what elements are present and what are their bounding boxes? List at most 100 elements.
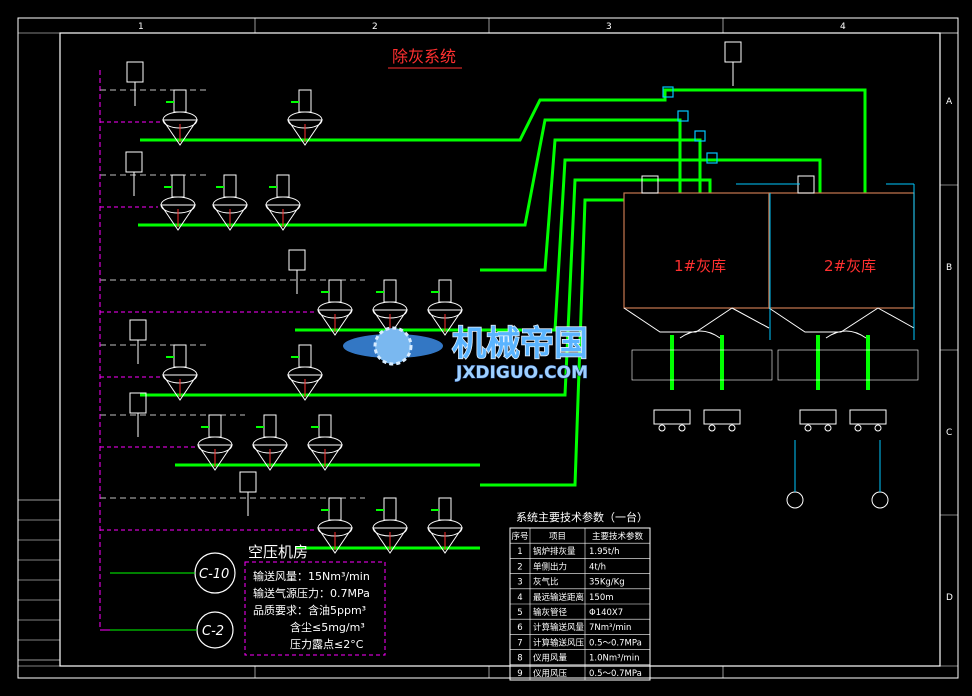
pump-vessel-cone xyxy=(427,527,463,554)
table-cell-item: 最远输送距离 xyxy=(533,592,584,603)
grid-row-b: B xyxy=(946,263,952,273)
table-cell-index: 5 xyxy=(517,608,522,618)
table-cell-value: Φ140X7 xyxy=(589,608,623,618)
table-cell-value: 1.0Nm³/min xyxy=(589,654,639,664)
table-cell-item: 计算输送风压 xyxy=(533,637,585,648)
pump-vessel-cone xyxy=(162,119,198,146)
pump-vessel-cone xyxy=(162,374,198,401)
truck-body xyxy=(653,409,691,425)
conveying-pipe xyxy=(480,88,867,193)
table-cell-value: 1.95t/h xyxy=(589,547,620,557)
truck-body xyxy=(703,409,741,425)
grid-col-2: 2 xyxy=(372,22,378,32)
compressor-label-c10: C-10 xyxy=(199,567,229,582)
watermark: 机械帝国 JXDIGUO.COM xyxy=(343,323,589,384)
grid-row-a: A xyxy=(946,97,953,107)
discharge-frame xyxy=(631,349,773,381)
diagram-title: 除灰系统 xyxy=(392,47,456,66)
pump-vessel-cone xyxy=(317,309,353,336)
compressor-spec-4: 压力露点≤2°C xyxy=(290,638,364,651)
table-cell-index: 9 xyxy=(517,669,522,679)
pump-vessel-cone xyxy=(197,444,233,471)
silo-1-label: 1#灰库 xyxy=(674,257,726,275)
grid-col-3: 3 xyxy=(606,22,612,32)
truck-wheel xyxy=(804,424,812,432)
table-cell-index: 6 xyxy=(517,623,522,633)
compressor-spec-0: 输送风量：15Nm³/min xyxy=(253,569,370,583)
table-header-cell: 主要技术参数 xyxy=(592,531,644,542)
table-cell-value: 4t/h xyxy=(589,562,606,572)
silo-2-label: 2#灰库 xyxy=(824,257,876,275)
table-header-cell: 项目 xyxy=(549,532,566,542)
conveying-pipe xyxy=(480,138,702,272)
truck-wheel xyxy=(874,424,882,432)
table-cell-index: 8 xyxy=(517,654,522,664)
table-cell-value: 0.5～0.7MPa xyxy=(589,669,642,679)
pump-vessel-cone xyxy=(287,119,323,146)
compressor-spec-1: 输送气源压力：0.7MPa xyxy=(253,586,370,600)
table-cell-value: 150m xyxy=(589,593,614,603)
table-cell-value: 35Kg/Kg xyxy=(589,578,625,588)
grid-row-d: D xyxy=(946,593,953,603)
truck-wheel xyxy=(708,424,716,432)
compressor-room-title: 空压机房 xyxy=(248,543,308,561)
conveying-pipe xyxy=(480,158,822,332)
conveying-pipe xyxy=(480,178,712,397)
pump-vessel-cone xyxy=(372,527,408,554)
pump-vessel-cone xyxy=(212,204,248,231)
table-cell-item: 单侧出力 xyxy=(533,561,567,572)
diverter-valve xyxy=(706,152,718,164)
truck-wheel xyxy=(824,424,832,432)
table-header-cell: 序号 xyxy=(511,531,528,542)
unloading-trucks xyxy=(631,335,919,509)
pump-vessels xyxy=(160,89,463,554)
table-cell-index: 7 xyxy=(517,638,522,648)
params-table-title: 系统主要技术参数（一台） xyxy=(516,510,648,524)
table-cell-item: 仪用风压 xyxy=(533,669,568,679)
grid-row-c: C xyxy=(946,428,952,438)
compressor-label-c2: C-2 xyxy=(202,624,224,639)
compressor-spec-2: 品质要求：含油5ppm³ xyxy=(253,603,366,617)
table-cell-index: 4 xyxy=(517,593,522,603)
table-cell-index: 3 xyxy=(517,578,522,588)
pump-vessel-cone xyxy=(427,309,463,336)
table-cell-item: 锅炉排灰量 xyxy=(533,546,576,557)
pump-vessel-cone xyxy=(265,204,301,231)
silo-group xyxy=(623,175,915,340)
pump-vessel-cone xyxy=(252,444,288,471)
truck-body xyxy=(799,409,837,425)
diverter-valve xyxy=(677,110,689,122)
discharge-frame xyxy=(777,349,919,381)
control-panels xyxy=(125,41,742,516)
conveying-pipe xyxy=(480,118,682,227)
truck-wheel xyxy=(678,424,686,432)
pump-vessel-cone xyxy=(317,527,353,554)
truck-body xyxy=(849,409,887,425)
conveying-pipe xyxy=(480,198,624,487)
conveying-pipes xyxy=(100,86,867,550)
table-cell-item: 灰气比 xyxy=(533,577,559,588)
gear-icon xyxy=(373,326,413,366)
pump-vessel-cone xyxy=(287,374,323,401)
pump-vessel-cone xyxy=(307,444,343,471)
truck-wheel xyxy=(854,424,862,432)
pump-vessel-cone xyxy=(160,204,196,231)
table-cell-item: 仪用风量 xyxy=(533,654,568,664)
compressor-room xyxy=(99,70,386,656)
table-cell-value: 0.5～0.7MPa xyxy=(589,638,642,648)
grid-col-1: 1 xyxy=(138,22,144,32)
table-cell-index: 1 xyxy=(517,547,522,557)
table-cell-item: 计算输送风量 xyxy=(533,622,585,633)
table-cell-value: 7Nm³/min xyxy=(589,623,631,633)
diverter-valve xyxy=(694,130,706,142)
side-title-block xyxy=(17,499,61,661)
truck-wheel xyxy=(728,424,736,432)
watermark-en: JXDIGUO.COM xyxy=(455,363,588,383)
truck-wheel xyxy=(658,424,666,432)
table-cell-index: 2 xyxy=(517,562,522,572)
diverter-valve xyxy=(662,86,674,98)
table-cell-item: 输灰管径 xyxy=(533,607,568,618)
compressor-spec-3: 含尘≤5mg/m³ xyxy=(290,620,365,634)
watermark-cn: 机械帝国 xyxy=(452,324,588,364)
